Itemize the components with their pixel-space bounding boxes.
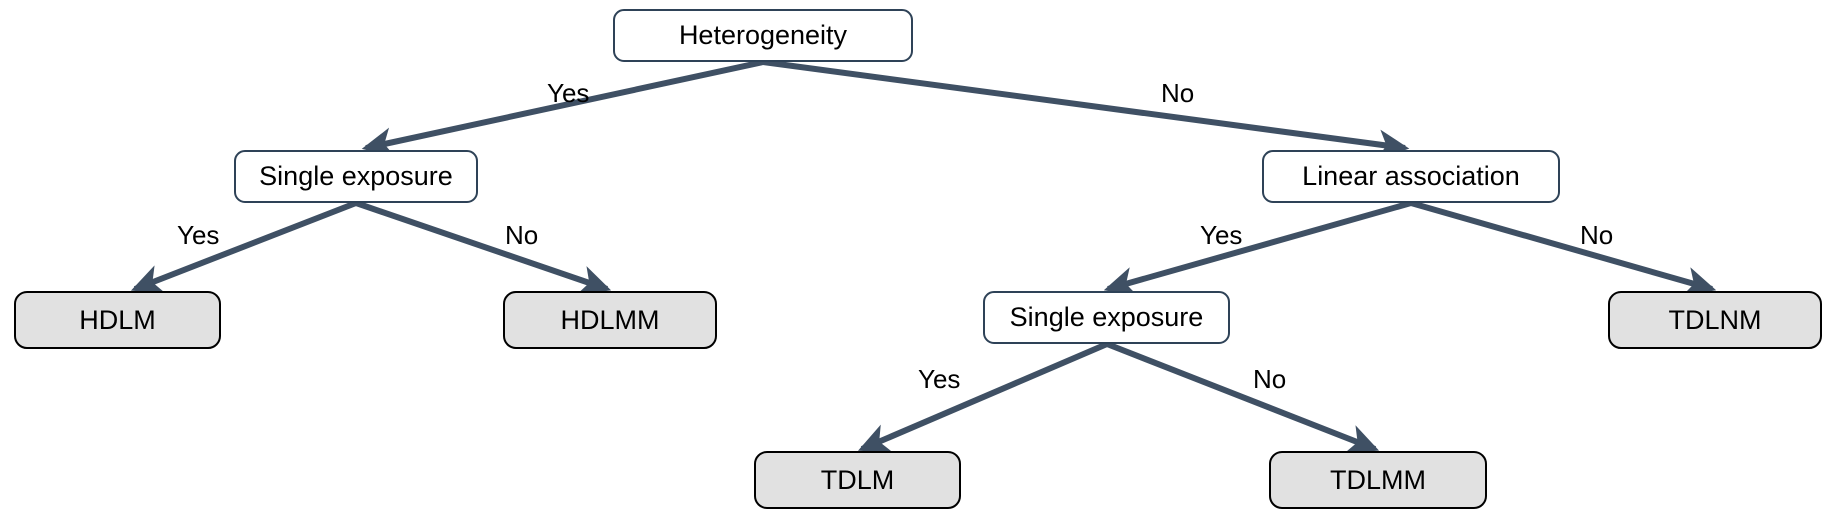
edge-label-linear-assoc-yes: Yes [1200, 220, 1243, 250]
edge-heterogeneity-no [762, 59, 1410, 160]
node-tdlmm[interactable]: TDLMM [1269, 451, 1487, 509]
edge-line [857, 341, 1109, 453]
edge-line [1410, 200, 1717, 297]
edge-line [130, 200, 358, 294]
node-single-exp-mid[interactable]: Single exposure [983, 291, 1230, 344]
edge-line [1105, 341, 1380, 454]
node-single-exp-left[interactable]: Single exposure [234, 150, 478, 203]
node-tdlnm[interactable]: TDLNM [1608, 291, 1822, 349]
edge-single-exp-left-no [355, 200, 612, 295]
node-heterogeneity[interactable]: Heterogeneity [613, 9, 913, 62]
edge-linear-assoc-yes [1103, 200, 1412, 297]
node-hdlm[interactable]: HDLM [14, 291, 221, 349]
node-tdlm[interactable]: TDLM [754, 451, 961, 509]
edge-label-heterogeneity-no: No [1161, 78, 1195, 108]
edge-label-single-exp-left-no: No [505, 220, 539, 250]
edge-label-linear-assoc-no: No [1580, 220, 1614, 250]
edge-label-single-exp-mid-yes: Yes [918, 364, 961, 394]
edge-label-single-exp-mid-no: No [1253, 364, 1287, 394]
node-linear-assoc[interactable]: Linear association [1262, 150, 1560, 203]
edge-single-exp-mid-yes [857, 341, 1109, 453]
edge-label-heterogeneity-yes: Yes [547, 78, 590, 108]
edge-line [355, 200, 612, 295]
edge-single-exp-mid-no [1105, 341, 1380, 454]
edge-line [762, 59, 1410, 160]
edge-label-single-exp-left-yes: Yes [177, 220, 220, 250]
node-hdlmm[interactable]: HDLMM [503, 291, 717, 349]
edge-linear-assoc-no [1410, 200, 1717, 297]
edge-single-exp-left-yes [130, 200, 358, 294]
edge-line [1103, 200, 1412, 297]
